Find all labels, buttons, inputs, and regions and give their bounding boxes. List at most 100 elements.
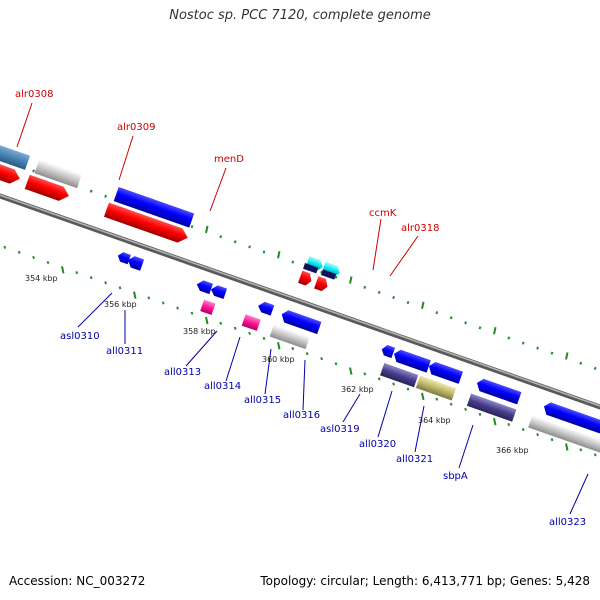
scale-tick	[277, 251, 281, 259]
gene-feature-all0323-shadow	[528, 415, 600, 456]
scale-tick	[392, 382, 395, 386]
gene-feature-all0311	[127, 256, 145, 271]
scale-tick	[565, 352, 569, 360]
scale-tick	[176, 306, 179, 310]
scale-tick	[377, 290, 381, 294]
scale-tick	[363, 285, 367, 289]
scale-tick	[507, 422, 511, 427]
scale-tick	[3, 245, 7, 249]
scale-tick	[421, 301, 425, 310]
gene-label-menD: menD	[214, 154, 244, 165]
scale-tick	[579, 361, 583, 365]
scale-tick	[435, 397, 439, 401]
scale-tick	[334, 275, 338, 279]
gene-feature-all0314-arrow	[210, 285, 228, 300]
gene-feature-all0314	[200, 299, 216, 315]
scale-tick	[406, 301, 410, 305]
scale-tick	[392, 295, 395, 300]
scale-tick	[219, 235, 223, 239]
scale-tick	[550, 351, 554, 355]
scale-tick	[493, 326, 497, 335]
gene-label-sbpA: sbpA	[443, 471, 468, 482]
gene-feature-all0321-arrow	[428, 361, 463, 384]
scale-tick	[449, 316, 453, 320]
gene-feature-sbpA	[466, 393, 517, 422]
scale-tick	[406, 387, 410, 391]
scale-tick	[75, 271, 79, 275]
gene-feature-alr0309	[24, 174, 69, 201]
gene-feature-all0316	[281, 310, 322, 335]
scale-tick	[593, 453, 597, 457]
gene-feature-all0321	[415, 375, 457, 401]
scale-tick	[377, 377, 381, 381]
scale-tick	[478, 412, 482, 416]
genome-backbone	[0, 193, 600, 410]
gene-label-all0314: all0314	[204, 381, 241, 392]
accession-text: Accession: NC_003272	[9, 574, 146, 588]
scale-tick	[248, 331, 251, 335]
scale-tick	[61, 266, 65, 274]
gene-label-all0323: all0323	[549, 517, 586, 528]
gene-label-alr0308: alr0308	[15, 89, 53, 100]
scale-tick	[161, 301, 165, 305]
scale-tick	[435, 311, 439, 315]
axis-label-360kbp: 360 kbp	[262, 355, 295, 364]
gene-feature-alr0309-shadow	[34, 159, 82, 189]
axis-label-364kbp: 364 kbp	[418, 416, 451, 425]
scale-tick	[32, 255, 35, 259]
scale-tick	[536, 346, 539, 350]
gene-label-alr0309: alr0309	[117, 122, 155, 133]
scale-tick	[17, 250, 21, 254]
scale-tick	[32, 169, 35, 173]
scale-tick	[277, 342, 281, 350]
genome-summary-text: Topology: circular; Length: 6,413,771 bp…	[260, 574, 590, 588]
scale-tick	[521, 428, 525, 432]
gene-label-all0313: all0313	[164, 367, 201, 378]
scale-tick	[536, 433, 539, 437]
gene-label-ccmK: ccmK	[369, 208, 397, 219]
gene-feature-menD	[103, 202, 188, 243]
scale-tick	[464, 321, 467, 325]
axis-label-366kbp: 366 kbp	[496, 446, 529, 455]
scale-tick	[233, 326, 237, 330]
scale-tick	[133, 291, 137, 299]
gene-label-asl0319: asl0319	[320, 424, 360, 435]
scale-tick	[349, 276, 353, 284]
scale-tick	[118, 286, 122, 290]
scale-tick	[521, 341, 525, 345]
gene-label-all0315: all0315	[244, 395, 281, 406]
scale-tick	[219, 321, 223, 325]
scale-tick	[205, 316, 209, 325]
gene-feature-all0320-arrow	[393, 349, 431, 373]
gene-feature-asl0319	[381, 345, 396, 359]
scale-tick	[89, 276, 93, 280]
gene-label-all0316: all0316	[283, 410, 320, 421]
scale-tick	[449, 402, 453, 406]
gene-feature-all0315-arrow	[258, 301, 275, 316]
gene-label-all0320: all0320	[359, 439, 396, 450]
gene-feature-all0315	[241, 314, 261, 331]
scale-tick	[262, 336, 266, 340]
gene-feature-menD-upper	[113, 186, 195, 228]
scale-tick	[147, 296, 151, 300]
scale-tick	[320, 357, 323, 361]
gene-feature-all0323	[543, 402, 600, 437]
scale-tick	[464, 407, 467, 411]
scale-tick	[507, 336, 511, 340]
axis-label-354kbp: 354 kbp	[25, 274, 58, 283]
gene-label-all0321: all0321	[396, 454, 433, 465]
scale-tick	[46, 260, 50, 265]
gene-feature-all0316-shadow	[269, 324, 310, 350]
scale-tick	[579, 448, 583, 452]
gene-label-all0311: all0311	[106, 346, 143, 357]
scale-tick	[190, 311, 194, 315]
scale-tick	[248, 245, 251, 249]
gene-feature-all0313	[196, 280, 213, 295]
scale-tick	[305, 352, 309, 356]
gene-feature-alr0318	[314, 276, 328, 292]
gene-label-asl0310: asl0310	[60, 331, 100, 342]
axis-label-358kbp: 358 kbp	[183, 327, 216, 336]
gene-feature-sbpA-arrow	[477, 378, 522, 405]
